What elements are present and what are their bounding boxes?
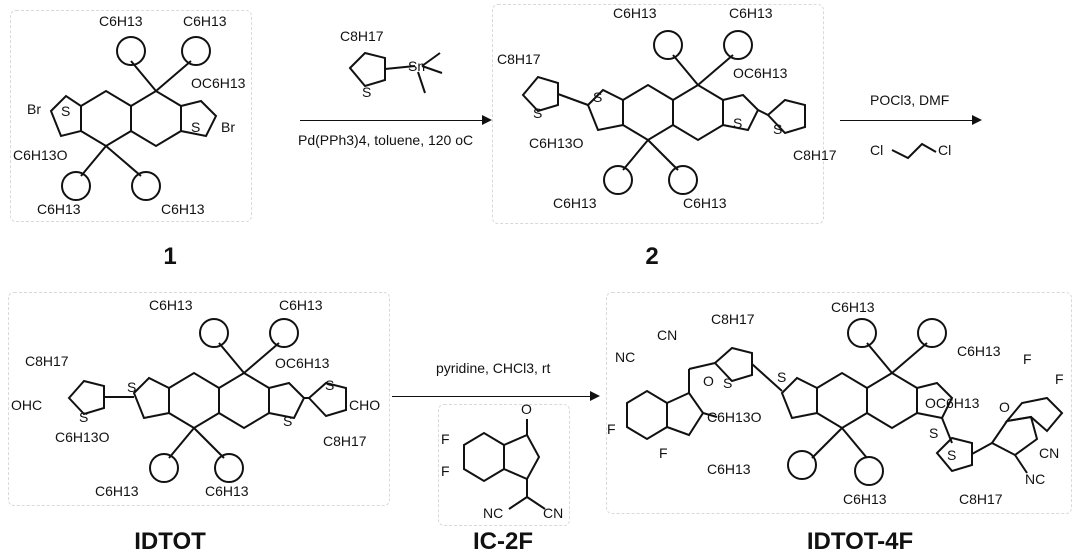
i4f-s-right-thiophene: S (947, 447, 957, 463)
idtot-s-core-right: S (283, 413, 293, 429)
c1-c6h13-top-right: C6H13 (183, 13, 227, 29)
reagent-dichloroethane: Cl Cl (864, 134, 964, 170)
compound-2-structure: C6H13 C6H13 OC6H13 C8H17 S S S S C6H13O … (492, 4, 837, 224)
reaction-2-conditions: POCl3, DMF (870, 92, 950, 108)
i4f-s-core-left: S (777, 369, 787, 385)
reaction-3-conditions: pyridine, CHCl3, rt (436, 360, 551, 376)
idtot-cho: CHO (349, 397, 381, 413)
idtot-c6h13o: C6H13O (55, 429, 110, 445)
c1-c6h13-bottom-left: C6H13 (37, 201, 81, 217)
idtot-c6h13-top-left: C6H13 (149, 297, 193, 313)
c1-br-left: Br (27, 101, 41, 117)
reagent-stannane: C8H17 S Sn (330, 28, 470, 108)
compound-2-skeleton (521, 30, 806, 195)
stannane-thiophene (348, 51, 443, 94)
c2-c8h17-right: C8H17 (793, 147, 837, 163)
c1-oc6h13: OC6H13 (191, 75, 246, 91)
i4f-cn-right: CN (1039, 445, 1060, 461)
idtot-oc6h13: OC6H13 (275, 355, 330, 371)
dce-cl-left: Cl (870, 142, 884, 158)
i4f-f-left-top: F (607, 421, 616, 437)
c1-c6h13-bottom-right: C6H13 (161, 201, 205, 217)
idtot-structure: C6H13 C6H13 OC6H13 C8H17 OHC CHO S S S S… (8, 292, 390, 506)
c2-c6h13-bottom-right: C6H13 (683, 195, 727, 211)
reaction-arrow-2 (840, 115, 982, 125)
idtot4f-structure: C8H17 CN NC O S S C6H13O F F C6H13 C6H13… (606, 292, 1072, 514)
c2-oc6h13: OC6H13 (733, 65, 788, 81)
reaction-arrow-3 (392, 391, 600, 401)
ic2f-skeleton (463, 419, 546, 510)
i4f-c8h17-right: C8H17 (959, 491, 1003, 507)
c1-s-left: S (61, 103, 71, 119)
label-idtot4f: IDTOT-4F (806, 528, 914, 555)
i4f-nc-left: NC (615, 349, 636, 365)
c2-c6h13-top-left: C6H13 (613, 5, 657, 21)
i4f-c6h13o: C6H13O (707, 409, 762, 425)
reaction-1-conditions: Pd(PPh3)4, toluene, 120 oC (298, 132, 474, 148)
c1-br-right: Br (221, 119, 235, 135)
i4f-s-core-right: S (929, 425, 939, 441)
c2-s-core-right: S (733, 115, 743, 131)
dce-cl-right: Cl (938, 142, 952, 158)
compound-1-skeleton (49, 36, 218, 201)
ic2f-nc: NC (483, 505, 504, 521)
i4f-nc-right: NC (1025, 471, 1046, 487)
c2-s-core-left: S (593, 89, 603, 105)
label-compound-2: 2 (645, 243, 659, 270)
i4f-s-left-thiophene: S (723, 375, 733, 391)
c2-c8h17-left: C8H17 (497, 51, 541, 67)
i4f-oc6h13: OC6H13 (925, 395, 980, 411)
label-idtot: IDTOT (134, 528, 206, 555)
c2-c6h13o: C6H13O (529, 135, 584, 151)
stannane-s: S (362, 84, 372, 100)
ic2f-cn: CN (543, 505, 564, 521)
ic2f-f-bottom: F (441, 463, 450, 479)
c1-c6h13o: C6H13O (13, 147, 68, 163)
label-ic2f: IC-2F (473, 528, 533, 555)
c2-s-right-thiophene: S (773, 121, 783, 137)
stannane-sn: Sn (408, 58, 426, 74)
idtot-c8h17-left: C8H17 (25, 353, 69, 369)
i4f-cn-top-left: CN (657, 327, 678, 343)
compound-1-structure: C6H13 C6H13 OC6H13 C6H13O Br Br S S C6H1… (10, 10, 252, 222)
idtot-s-left-thiophene: S (79, 409, 89, 425)
i4f-f-right-bottom: F (1055, 371, 1064, 387)
reaction-arrow-1 (300, 115, 492, 125)
idtot-c6h13-bottom-right: C6H13 (205, 483, 249, 499)
c1-s-right: S (191, 119, 201, 135)
ic2f-o: O (521, 401, 532, 417)
i4f-c6h13-bottom-right: C6H13 (843, 491, 887, 507)
idtot-ohc: OHC (11, 397, 43, 413)
idtot-c6h13-bottom-left: C6H13 (95, 483, 139, 499)
i4f-o-right: O (999, 399, 1010, 415)
idtot-skeleton (67, 318, 347, 483)
c1-c6h13-top-left: C6H13 (99, 13, 143, 29)
label-compound-1: 1 (163, 243, 177, 270)
c2-c6h13-bottom-left: C6H13 (553, 195, 597, 211)
c2-s-left-thiophene: S (533, 105, 543, 121)
idtot-s-core-left: S (127, 379, 137, 395)
idtot4f-skeleton (626, 318, 1064, 486)
i4f-f-right-top: F (1023, 351, 1032, 367)
i4f-o-left: O (703, 373, 714, 389)
idtot-c8h17-right: C8H17 (323, 433, 367, 449)
i4f-c6h13-top-left: C6H13 (831, 299, 875, 315)
idtot-s-right-thiophene: S (325, 377, 335, 393)
stannane-c8h17: C8H17 (340, 28, 384, 44)
ic2f-f-top: F (441, 431, 450, 447)
i4f-c6h13-top-right: C6H13 (957, 343, 1001, 359)
i4f-f-left-bottom: F (659, 445, 668, 461)
c2-c6h13-top-right: C6H13 (729, 5, 773, 21)
dichloroethane-chain (891, 142, 937, 160)
i4f-c6h13-bottom-left: C6H13 (707, 461, 751, 477)
idtot-c6h13-top-right: C6H13 (279, 297, 323, 313)
ic2f-structure: O F F NC CN (438, 401, 570, 526)
i4f-c8h17-left: C8H17 (711, 311, 755, 327)
